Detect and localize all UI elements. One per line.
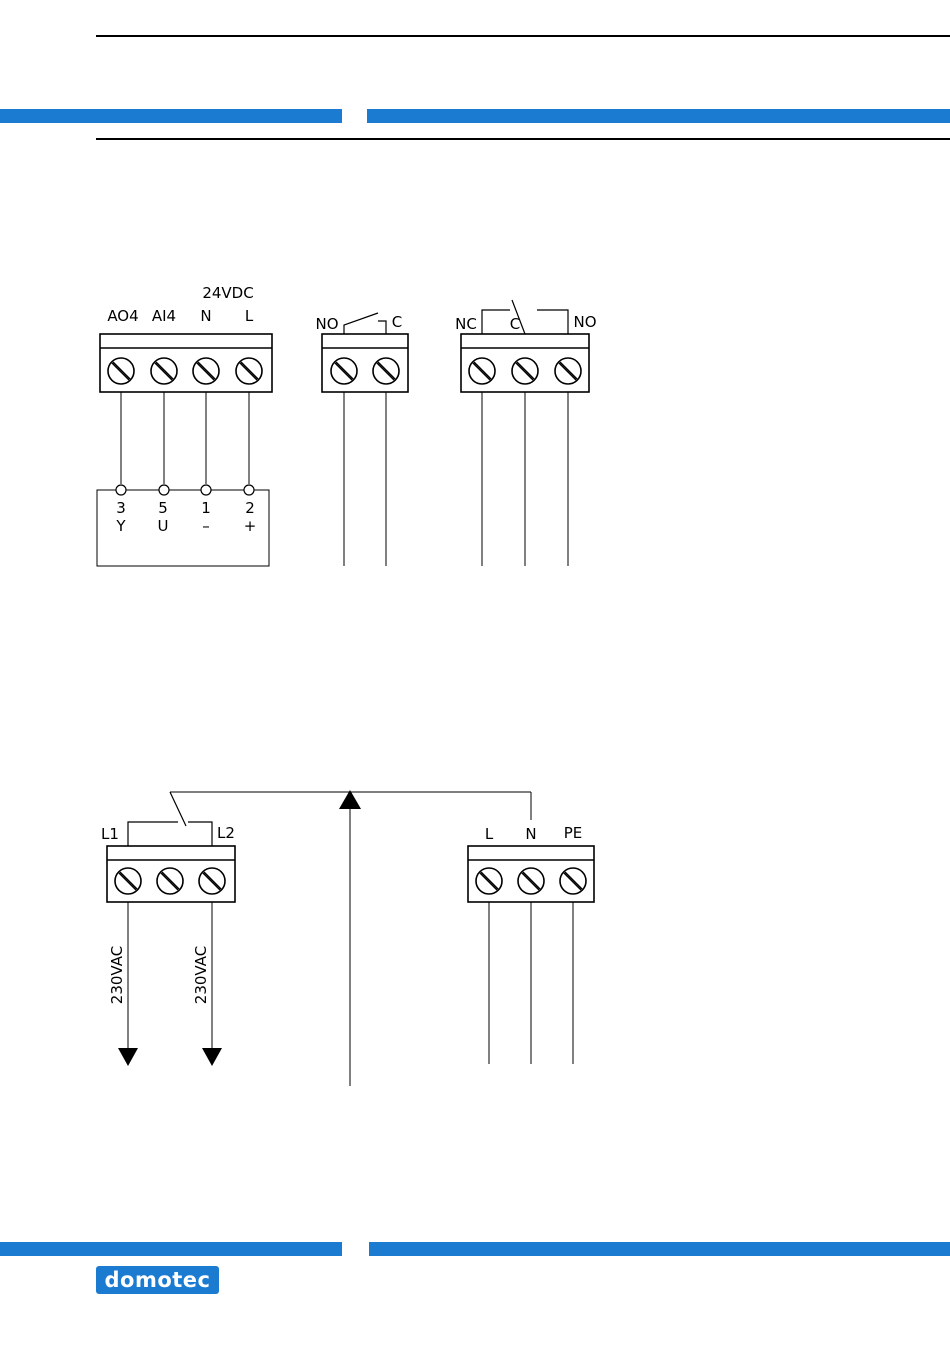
terminal-label-ai4: AI4	[152, 307, 176, 325]
terminal-label-n: N	[525, 825, 536, 843]
voltage-label-left: 230VAC	[108, 946, 126, 1004]
footer-band-left	[0, 1242, 342, 1256]
screw-icon	[236, 358, 262, 384]
screw-icon	[193, 358, 219, 384]
screw-icon	[555, 358, 581, 384]
domotec-logo: domotec	[96, 1266, 219, 1294]
device-pin-icon	[116, 485, 126, 495]
device-pin-signal: +	[244, 517, 257, 535]
screw-icon	[518, 868, 544, 894]
screw-icon	[469, 358, 495, 384]
supply-label: 24VDC	[202, 284, 253, 302]
device-pin-icon	[244, 485, 254, 495]
screw-icon	[560, 868, 586, 894]
terminal-label-l: L	[245, 307, 254, 325]
arrow-down-icon	[202, 1048, 222, 1066]
contact-label-c: C	[392, 313, 402, 331]
terminal-block-a	[100, 334, 272, 484]
contact-label-nc: NC	[455, 315, 477, 333]
screw-icon	[151, 358, 177, 384]
terminal-label-pe: PE	[564, 824, 583, 842]
terminal-block-c	[461, 300, 589, 566]
contact-label-no: NO	[315, 315, 338, 333]
terminal-label-l1: L1	[101, 825, 119, 843]
screw-icon	[157, 868, 183, 894]
terminal-label-l: L	[485, 825, 494, 843]
screw-icon	[199, 868, 225, 894]
device-pin-icon	[201, 485, 211, 495]
device-pin-number: 5	[158, 499, 168, 517]
screw-icon	[476, 868, 502, 894]
device-pin-signal: U	[158, 517, 169, 535]
device-pin-number: 1	[201, 499, 211, 517]
terminal-label-ao4: AO4	[107, 307, 138, 325]
device-pin-signal: –	[202, 517, 210, 535]
footer-band-right	[369, 1242, 950, 1256]
device-pin-signal: Y	[115, 517, 126, 535]
screw-icon	[331, 358, 357, 384]
device-pin-number: 2	[245, 499, 255, 517]
terminal-block-d	[107, 792, 235, 1050]
terminal-label-n: N	[200, 307, 211, 325]
terminal-label-l2: L2	[217, 824, 235, 842]
screw-icon	[115, 868, 141, 894]
terminal-block-b	[322, 313, 408, 566]
screw-icon	[373, 358, 399, 384]
arrow-down-icon	[118, 1048, 138, 1066]
contact-label-no: NO	[573, 313, 596, 331]
device-pin-number: 3	[116, 499, 126, 517]
screw-icon	[108, 358, 134, 384]
contact-label-c: C	[510, 315, 520, 333]
screw-icon	[512, 358, 538, 384]
arrow-up-icon	[339, 790, 361, 809]
voltage-label-right: 230VAC	[192, 946, 210, 1004]
device-pin-icon	[159, 485, 169, 495]
